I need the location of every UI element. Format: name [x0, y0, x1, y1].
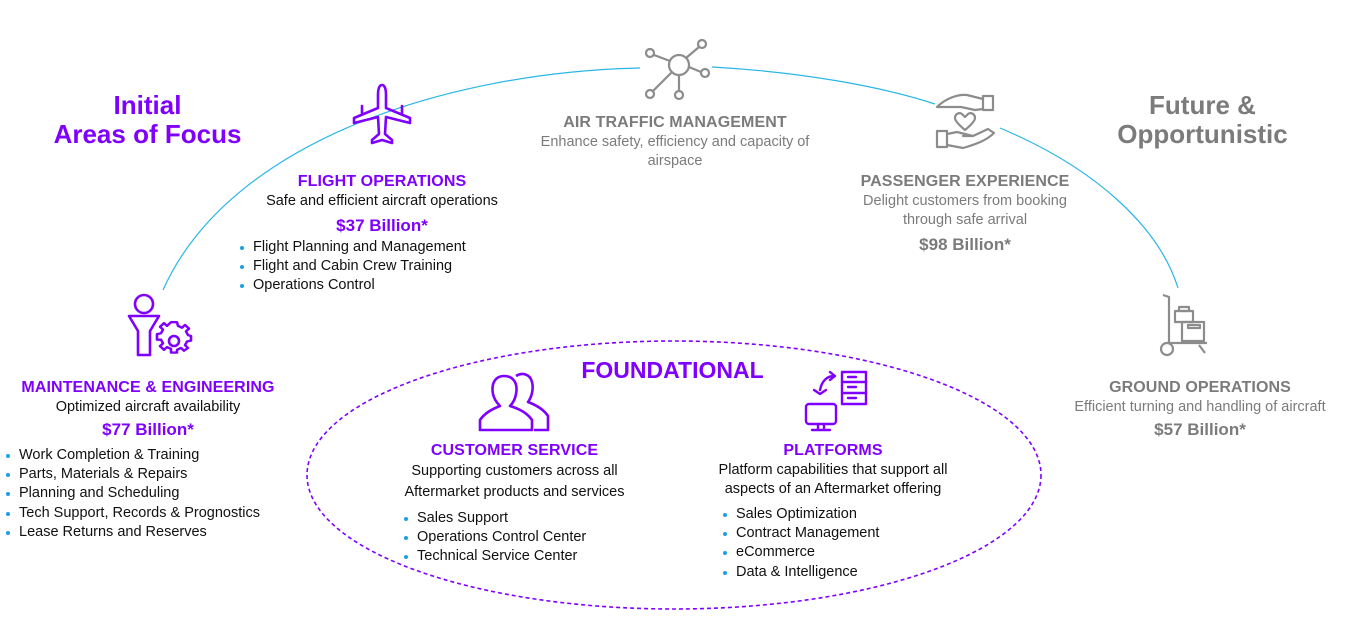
- list-item: Flight Planning and Management: [238, 238, 466, 257]
- platforms-list: Sales Optimization Contract Management e…: [721, 505, 879, 582]
- list-item: Lease Returns and Reserves: [4, 523, 260, 542]
- flight-operations-title: FLIGHT OPERATIONS: [297, 173, 467, 190]
- server-monitor-icon: [804, 370, 868, 432]
- maintenance-list: Work Completion & Training Parts, Materi…: [4, 446, 260, 542]
- list-item: Planning and Scheduling: [4, 484, 260, 503]
- future-opportunistic-heading: Future & Opportunistic: [1117, 90, 1288, 149]
- luggage-cart-icon: [1159, 293, 1207, 357]
- engineer-gear-icon: [127, 293, 193, 357]
- customer-service-block: CUSTOMER SERVICE Supporting customers ac…: [382, 441, 647, 503]
- list-item: Data & Intelligence: [721, 563, 879, 582]
- hand-heart-icon: [935, 93, 996, 150]
- customer-service-description: Supporting customers across all Aftermar…: [404, 463, 625, 500]
- air-traffic-description: Enhance safety, efficiency and capacity …: [540, 134, 810, 169]
- customer-service-list: Sales Support Operations Control Center …: [402, 509, 586, 567]
- ground-operations-description: Efficient turning and handling of aircra…: [1074, 399, 1326, 415]
- list-item: Tech Support, Records & Prognostics: [4, 504, 260, 523]
- list-item: Sales Support: [402, 509, 586, 528]
- list-item: Parts, Materials & Repairs: [4, 465, 260, 484]
- list-item: Sales Optimization: [721, 505, 879, 524]
- customer-service-title: CUSTOMER SERVICE: [430, 442, 599, 459]
- maintenance-value: $77 Billion*: [102, 420, 194, 439]
- list-item: Flight and Cabin Crew Training: [238, 257, 466, 276]
- air-traffic-title: AIR TRAFFIC MANAGEMENT: [563, 114, 787, 131]
- list-item: Technical Service Center: [402, 547, 586, 566]
- list-item: Work Completion & Training: [4, 446, 260, 465]
- passenger-experience-value: $98 Billion*: [919, 235, 1011, 254]
- flight-operations-description: Safe and efficient aircraft operations: [266, 193, 498, 209]
- platforms-title: PLATFORMS: [783, 442, 883, 459]
- platforms-description: Platform capabilities that support all a…: [718, 462, 948, 497]
- airplane-icon: [352, 83, 412, 145]
- ground-operations-value: $57 Billion*: [1154, 420, 1246, 439]
- initial-areas-heading: Initial Areas of Focus: [53, 90, 242, 149]
- list-item: Contract Management: [721, 524, 879, 543]
- flight-operations-block: FLIGHT OPERATIONS Safe and efficient air…: [232, 172, 532, 237]
- foundational-title: FOUNDATIONAL: [581, 357, 764, 383]
- list-item: eCommerce: [721, 543, 879, 562]
- passenger-experience-title: PASSENGER EXPERIENCE: [860, 173, 1070, 190]
- list-item: Operations Control Center: [402, 528, 586, 547]
- maintenance-description: Optimized aircraft availability: [55, 399, 241, 415]
- flight-operations-value: $37 Billion*: [336, 216, 428, 235]
- network-hub-icon: [644, 38, 711, 101]
- maintenance-block: MAINTENANCE & ENGINEERING Optimized airc…: [4, 378, 292, 441]
- passenger-experience-block: PASSENGER EXPERIENCE Delight customers f…: [835, 172, 1095, 256]
- ground-operations-title: GROUND OPERATIONS: [1109, 379, 1291, 396]
- ground-operations-block: GROUND OPERATIONS Efficient turning and …: [1050, 378, 1347, 441]
- maintenance-title: MAINTENANCE & ENGINEERING: [21, 379, 275, 396]
- platforms-block: PLATFORMS Platform capabilities that sup…: [698, 441, 968, 499]
- flight-operations-list: Flight Planning and Management Flight an…: [238, 238, 466, 296]
- people-icon: [478, 372, 550, 432]
- passenger-experience-description: Delight customers from booking through s…: [863, 193, 1067, 228]
- list-item: Operations Control: [238, 276, 466, 295]
- air-traffic-block: AIR TRAFFIC MANAGEMENT Enhance safety, e…: [525, 113, 825, 171]
